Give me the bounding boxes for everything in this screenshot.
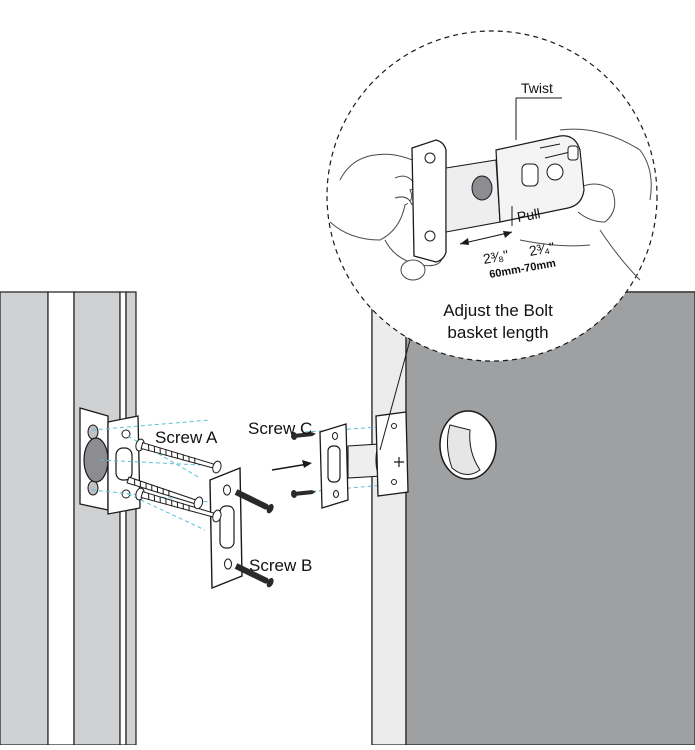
label-dim-max: 2³⁄₄" bbox=[528, 239, 556, 259]
caption-line-2: basket length bbox=[447, 323, 548, 342]
magnified-detail: Twist Pull 2³⁄₈" 2³⁄₄" 60mm-70mm Adjust … bbox=[326, 30, 658, 362]
latch-assembly bbox=[319, 411, 409, 509]
direction-arrow bbox=[271, 460, 312, 471]
screws-a bbox=[126, 438, 222, 523]
label-twist: Twist bbox=[521, 80, 553, 96]
screws-c bbox=[290, 432, 316, 498]
hand-right bbox=[519, 128, 652, 281]
strike-plate bbox=[209, 466, 243, 590]
door-right bbox=[371, 291, 695, 746]
frame-strike-box bbox=[79, 407, 141, 515]
door-frame-left bbox=[0, 291, 137, 746]
label-dim-min: 2³⁄₈" bbox=[482, 247, 510, 267]
label-screw-a: Screw A bbox=[155, 428, 218, 447]
latch-magnified bbox=[411, 135, 585, 263]
label-pull: Pull bbox=[516, 205, 542, 225]
magnify-leader bbox=[379, 339, 411, 451]
label-screw-b: Screw B bbox=[249, 556, 312, 575]
pull-dimension-line bbox=[459, 231, 513, 245]
caption-line-1: Adjust the Bolt bbox=[443, 301, 553, 320]
label-screw-c: Screw C bbox=[248, 419, 312, 438]
screws-b bbox=[234, 489, 274, 588]
